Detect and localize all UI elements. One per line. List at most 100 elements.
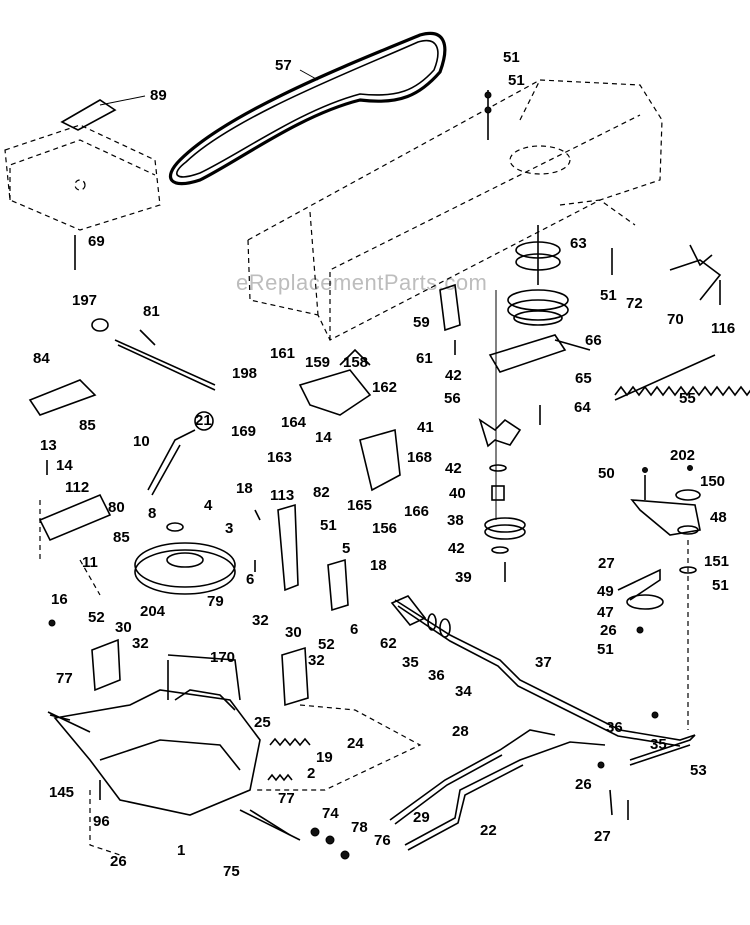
callout-label-65: 65 [575, 370, 592, 387]
part-81-rod [114, 329, 216, 391]
part-5-bracket [327, 558, 349, 612]
part-113-bracket [277, 503, 299, 592]
callout-label-24: 24 [347, 735, 364, 752]
callout-label-70: 70 [667, 311, 684, 328]
callout-label-35: 35 [650, 736, 667, 753]
callout-label-202: 202 [670, 447, 695, 464]
part-70-bracket [669, 244, 722, 301]
callout-label-16: 16 [51, 591, 68, 608]
callout-label-78: 78 [351, 819, 368, 836]
callout-label-75: 75 [223, 863, 240, 880]
callout-label-4: 4 [204, 497, 213, 514]
callout-label-26: 26 [575, 776, 592, 793]
callout-label-3: 3 [225, 520, 233, 537]
part-63-pulley [507, 225, 569, 326]
callout-label-1: 1 [177, 842, 185, 859]
callout-label-10: 10 [133, 433, 150, 450]
callout-label-35: 35 [402, 654, 419, 671]
callout-label-80: 80 [108, 499, 125, 516]
part-170-rod [167, 654, 241, 701]
callout-label-161: 161 [270, 345, 295, 362]
callout-label-56: 56 [444, 390, 461, 407]
part-25-spring [269, 737, 311, 747]
callout-label-51: 51 [600, 287, 617, 304]
callout-label-57: 57 [275, 57, 292, 74]
callout-label-32: 32 [252, 612, 269, 629]
callout-label-29: 29 [413, 809, 430, 826]
callout-label-18: 18 [236, 480, 253, 497]
callout-label-72: 72 [626, 295, 643, 312]
callout-label-113: 113 [270, 487, 294, 504]
callout-label-62: 62 [380, 635, 397, 652]
callout-label-145: 145 [49, 784, 74, 801]
callout-label-25: 25 [254, 714, 271, 731]
part-53-bar [629, 734, 696, 766]
callout-label-116: 116 [711, 320, 735, 337]
callout-label-6: 6 [246, 571, 254, 588]
callout-label-14: 14 [315, 429, 332, 446]
callout-label-150: 150 [700, 473, 725, 490]
part-30-bracket-left [91, 638, 121, 692]
callout-label-21: 21 [195, 412, 212, 429]
watermark-text: eReplacementParts.com [236, 270, 487, 295]
callout-label-39: 39 [455, 569, 472, 586]
callout-label-151: 151 [704, 553, 729, 570]
callout-label-18: 18 [370, 557, 387, 574]
callout-label-59: 59 [413, 314, 430, 331]
callout-label-40: 40 [449, 485, 466, 502]
callout-label-81: 81 [143, 303, 160, 320]
part-112-plate [38, 493, 112, 542]
callout-label-42: 42 [445, 367, 462, 384]
callout-label-204: 204 [140, 603, 166, 620]
callout-label-79: 79 [207, 593, 224, 610]
part-165-assembly [359, 428, 401, 492]
callout-label-32: 32 [308, 652, 325, 669]
callout-label-30: 30 [285, 624, 302, 641]
callout-label-42: 42 [445, 460, 462, 477]
part-84-bracket [28, 379, 97, 416]
callout-label-26: 26 [110, 853, 127, 870]
leader-57 [299, 69, 319, 81]
callout-label-69: 69 [88, 233, 105, 250]
part-66-idler-bracket [488, 334, 591, 373]
callout-label-164: 164 [281, 414, 307, 431]
callout-label-27: 27 [598, 555, 615, 572]
nuts [48, 91, 693, 860]
callout-label-49: 49 [597, 583, 614, 600]
part-55-spring [614, 354, 750, 401]
callout-label-2: 2 [307, 765, 315, 782]
callout-label-11: 11 [82, 554, 98, 571]
callout-label-28: 28 [452, 723, 469, 740]
callout-label-30: 30 [115, 619, 132, 636]
front-body-outline [4, 124, 161, 231]
callout-label-85: 85 [113, 529, 130, 546]
callout-label-112: 112 [65, 479, 89, 496]
callout-label-63: 63 [570, 235, 587, 252]
part-22-rod [404, 741, 606, 851]
callout-label-74: 74 [322, 805, 339, 822]
callout-label-36: 36 [428, 667, 445, 684]
callout-label-5: 5 [342, 540, 350, 557]
callout-label-34: 34 [455, 683, 472, 700]
callout-label-41: 41 [417, 419, 434, 436]
part-89-plate [60, 99, 117, 131]
callout-label-89: 89 [150, 87, 167, 104]
callout-label-197: 197 [72, 292, 97, 309]
callout-label-156: 156 [372, 520, 397, 537]
callout-label-84: 84 [33, 350, 50, 367]
callout-label-51: 51 [597, 641, 614, 658]
callout-label-19: 19 [316, 749, 333, 766]
callout-label-169: 169 [231, 423, 256, 440]
part-62-bushing [390, 595, 427, 626]
callout-label-158: 158 [343, 354, 368, 371]
callout-label-82: 82 [313, 484, 330, 501]
callout-label-8: 8 [148, 505, 156, 522]
callout-label-52: 52 [318, 636, 335, 653]
frame-outline [247, 79, 663, 341]
callout-label-55: 55 [679, 390, 696, 407]
callout-label-51: 51 [503, 49, 520, 66]
center-shaft-stack [478, 290, 526, 582]
callout-label-96: 96 [93, 813, 110, 830]
callout-label-51: 51 [320, 517, 337, 534]
